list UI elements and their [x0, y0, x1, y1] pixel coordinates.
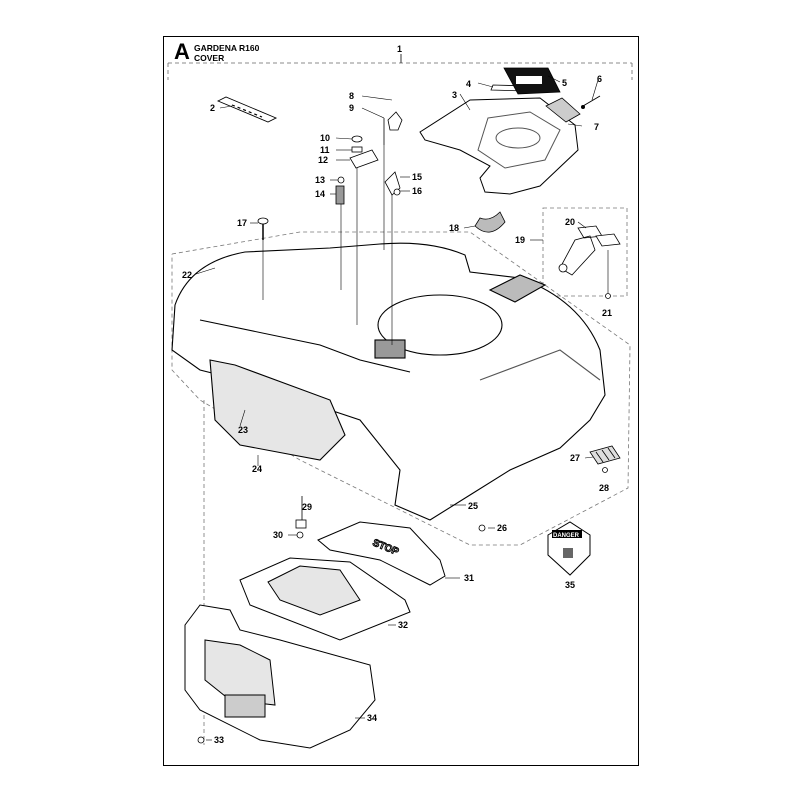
screw-part	[478, 524, 486, 532]
callout-3: 3	[452, 90, 457, 100]
callout-18: 18	[449, 223, 459, 233]
callout-7: 7	[594, 122, 599, 132]
vent-grid-part	[589, 445, 621, 473]
callout-24: 24	[252, 464, 262, 474]
top-lid-part	[419, 97, 579, 195]
section-letter: A	[174, 39, 190, 64]
callout-22: 22	[182, 270, 192, 280]
callout-29: 29	[302, 502, 312, 512]
callout-4: 4	[466, 79, 471, 89]
callout-20: 20	[565, 217, 575, 227]
callout-leaders	[195, 75, 599, 741]
stop-plate-part: STOP	[317, 521, 446, 586]
callout-17: 17	[237, 218, 247, 228]
callout-8: 8	[349, 91, 354, 101]
callout-19: 19	[515, 235, 525, 245]
name-strip-part	[216, 96, 278, 123]
callout-30: 30	[273, 530, 283, 540]
callout-31: 31	[464, 573, 474, 583]
callout-25: 25	[468, 501, 478, 511]
callout-23: 23	[238, 425, 248, 435]
callout-13: 13	[315, 175, 325, 185]
callout-11: 11	[320, 145, 330, 155]
assembly-bracket	[167, 62, 633, 80]
callout-21: 21	[602, 308, 612, 318]
drawing-frame	[163, 36, 639, 766]
bracket-set	[558, 225, 621, 299]
callout-27: 27	[570, 453, 580, 463]
handle-part	[474, 211, 506, 233]
callout-14: 14	[315, 189, 325, 199]
callout-2: 2	[210, 103, 215, 113]
warning-decal-part: DANGER	[547, 521, 591, 576]
callout-33: 33	[214, 735, 224, 745]
callout-labels: 1 2 3 4 5 6 7 8 9 10 11 12 13 14 15 16 1…	[182, 44, 612, 745]
callout-35: 35	[565, 580, 575, 590]
callout-34: 34	[367, 713, 377, 723]
callout-12: 12	[318, 155, 328, 165]
leader-lines	[262, 145, 609, 345]
section-title: COVER	[194, 53, 225, 63]
model-title: GARDENA R160	[194, 43, 260, 53]
warning-label: DANGER	[553, 533, 580, 539]
callout-28: 28	[599, 483, 609, 493]
callout-10: 10	[320, 133, 330, 143]
callout-9: 9	[349, 103, 354, 113]
callout-6: 6	[597, 74, 602, 84]
screw-33	[197, 736, 205, 744]
small-top-parts	[490, 67, 601, 123]
display-cover-part	[239, 557, 411, 641]
callout-32: 32	[398, 620, 408, 630]
main-body-cover	[171, 242, 606, 521]
callout-5: 5	[562, 78, 567, 88]
callout-26: 26	[497, 523, 507, 533]
lower-body-part	[184, 604, 376, 749]
latch-parts	[295, 496, 307, 539]
callout-1: 1	[397, 44, 402, 54]
callout-15: 15	[412, 172, 422, 182]
callout-16: 16	[412, 186, 422, 196]
fastener-parts	[257, 111, 403, 240]
